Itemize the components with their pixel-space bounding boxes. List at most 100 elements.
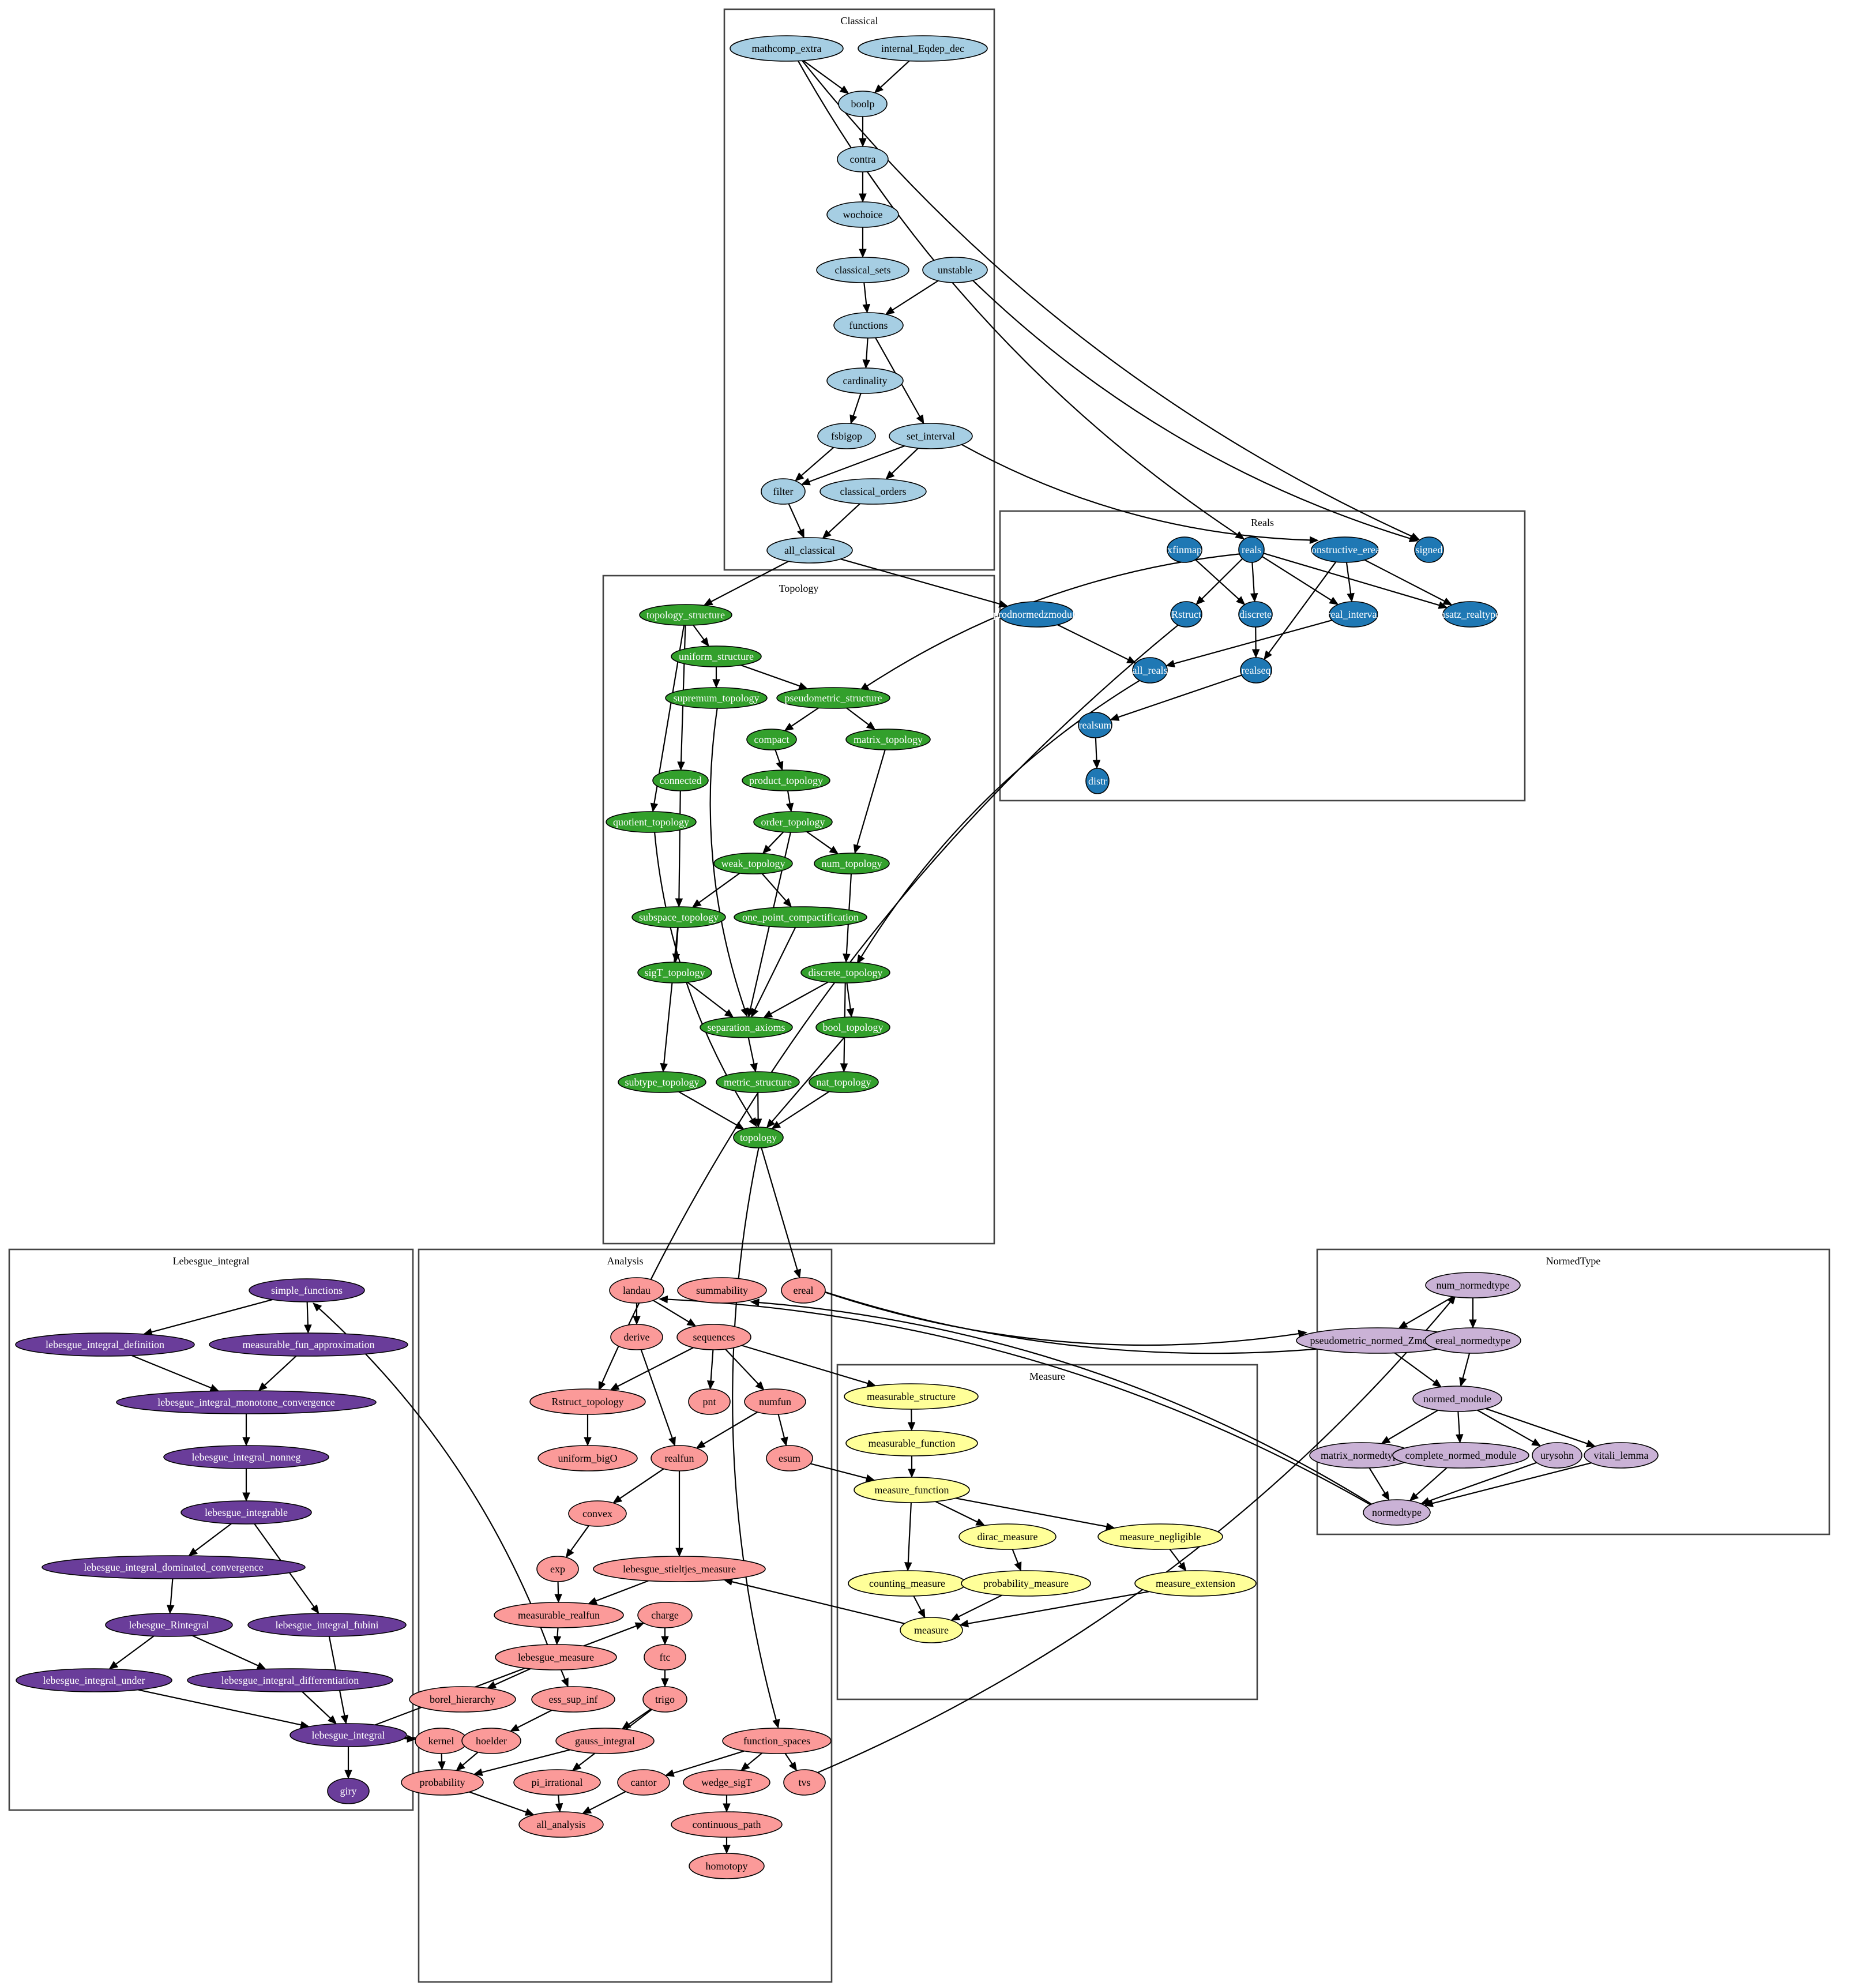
- node-ellipse[interactable]: [817, 423, 876, 449]
- node-ellipse[interactable]: [722, 1728, 832, 1754]
- node-lebesgue_integral_definition[interactable]: lebesgue_integral_definition: [15, 1332, 195, 1357]
- node-ellipse[interactable]: [816, 257, 909, 283]
- node-ellipse[interactable]: [814, 853, 890, 874]
- node-lebesgue_Rintegral[interactable]: lebesgue_Rintegral: [105, 1613, 233, 1637]
- node-uniform_structure[interactable]: uniform_structure: [671, 645, 762, 667]
- node-ellipse[interactable]: [1097, 1523, 1223, 1550]
- node-metric_structure[interactable]: metric_structure: [716, 1071, 800, 1093]
- node-pseudometric_structure[interactable]: pseudometric_structure: [776, 687, 890, 709]
- node-ellipse[interactable]: [858, 35, 988, 62]
- node-ellipse[interactable]: [568, 1500, 627, 1527]
- node-ellipse[interactable]: [513, 1769, 601, 1796]
- node-ellipse[interactable]: [753, 811, 833, 833]
- node-ellipse[interactable]: [290, 1723, 407, 1747]
- node-num_topology[interactable]: num_topology: [814, 853, 890, 874]
- node-convex[interactable]: convex: [568, 1500, 627, 1527]
- node-ellipse[interactable]: [461, 1728, 521, 1754]
- node-ellipse[interactable]: [688, 1388, 731, 1415]
- node-ellipse[interactable]: [1414, 536, 1444, 563]
- node-measurable_realfun[interactable]: measurable_realfun: [494, 1602, 624, 1628]
- node-ellipse[interactable]: [889, 423, 973, 449]
- node-ellipse[interactable]: [247, 1613, 407, 1637]
- node-ellipse[interactable]: [900, 1617, 963, 1643]
- node-connected[interactable]: connected: [652, 769, 709, 791]
- node-uniform_bigO[interactable]: uniform_bigO: [537, 1445, 638, 1471]
- node-discrete_topology[interactable]: discrete_topology: [800, 962, 890, 983]
- node-ellipse[interactable]: [742, 769, 830, 791]
- node-derive[interactable]: derive: [610, 1324, 663, 1350]
- node-ellipse[interactable]: [781, 1277, 826, 1304]
- node-wochoice[interactable]: wochoice: [826, 201, 899, 228]
- node-ellipse[interactable]: [1329, 601, 1378, 628]
- node-ellipse[interactable]: [494, 1602, 624, 1628]
- node-probability[interactable]: probability: [401, 1769, 484, 1796]
- node-complete_normed_module[interactable]: complete_normed_module: [1392, 1442, 1529, 1469]
- node-real_interval[interactable]: real_interval: [1328, 601, 1380, 628]
- node-ellipse[interactable]: [819, 478, 927, 505]
- node-borel_hierarchy[interactable]: borel_hierarchy: [409, 1686, 516, 1713]
- node-ereal_normedtype[interactable]: ereal_normedtype: [1424, 1327, 1521, 1354]
- node-ellipse[interactable]: [838, 91, 888, 117]
- node-ellipse[interactable]: [689, 1853, 765, 1879]
- node-matrix_topology[interactable]: matrix_topology: [845, 729, 931, 750]
- node-ellipse[interactable]: [1240, 657, 1272, 684]
- node-nat_topology[interactable]: nat_topology: [809, 1071, 879, 1093]
- node-ellipse[interactable]: [826, 367, 904, 394]
- node-classical_orders[interactable]: classical_orders: [819, 478, 927, 505]
- node-ellipse[interactable]: [644, 1644, 686, 1670]
- node-ellipse[interactable]: [639, 604, 732, 626]
- node-cantor[interactable]: cantor: [617, 1769, 670, 1796]
- node-ellipse[interactable]: [610, 1324, 663, 1350]
- node-subspace_topology[interactable]: subspace_topology: [631, 906, 726, 928]
- node-ereal[interactable]: ereal: [781, 1277, 826, 1304]
- node-ellipse[interactable]: [1442, 601, 1498, 628]
- node-separation_axioms[interactable]: separation_axioms: [700, 1016, 793, 1038]
- node-lebesgue_integral_monotone_convergence[interactable]: lebesgue_integral_monotone_convergence: [116, 1390, 377, 1414]
- node-normedtype[interactable]: normedtype: [1363, 1499, 1431, 1526]
- node-lebesgue_integral_differentiation[interactable]: lebesgue_integral_differentiation: [187, 1668, 393, 1692]
- node-measure_negligible[interactable]: measure_negligible: [1097, 1523, 1223, 1550]
- node-boolp[interactable]: boolp: [838, 91, 888, 117]
- node-ellipse[interactable]: [1363, 1499, 1431, 1526]
- node-vitali_lemma[interactable]: vitali_lemma: [1584, 1442, 1659, 1469]
- node-num_normedtype[interactable]: num_normedtype: [1425, 1272, 1521, 1298]
- node-order_topology[interactable]: order_topology: [753, 811, 833, 833]
- node-summability[interactable]: summability: [677, 1277, 767, 1304]
- node-ellipse[interactable]: [1311, 536, 1379, 563]
- node-homotopy[interactable]: homotopy: [689, 1853, 765, 1879]
- node-xfinmap[interactable]: xfinmap: [1167, 536, 1202, 563]
- node-giry[interactable]: giry: [327, 1778, 370, 1804]
- node-ellipse[interactable]: [766, 1445, 813, 1471]
- node-ellipse[interactable]: [671, 1811, 783, 1838]
- node-ellipse[interactable]: [555, 1728, 655, 1754]
- node-ellipse[interactable]: [800, 962, 890, 983]
- node-ellipse[interactable]: [16, 1668, 172, 1692]
- node-ellipse[interactable]: [844, 1383, 979, 1410]
- node-trigo[interactable]: trigo: [642, 1686, 687, 1713]
- node-all_reals[interactable]: all_reals: [1132, 657, 1168, 684]
- node-ellipse[interactable]: [593, 1556, 766, 1582]
- node-lebesgue_stieltjes_measure[interactable]: lebesgue_stieltjes_measure: [593, 1556, 766, 1582]
- node-lebesgue_measure[interactable]: lebesgue_measure: [495, 1644, 617, 1670]
- node-ellipse[interactable]: [826, 201, 899, 228]
- node-ellipse[interactable]: [734, 906, 867, 928]
- node-functions[interactable]: functions: [833, 312, 904, 339]
- node-ellipse[interactable]: [845, 729, 931, 750]
- node-lebesgue_integral_under[interactable]: lebesgue_integral_under: [16, 1668, 172, 1692]
- node-ellipse[interactable]: [518, 1811, 604, 1838]
- node-ellipse[interactable]: [1085, 768, 1110, 794]
- node-urysohn[interactable]: urysohn: [1532, 1442, 1582, 1469]
- node-ellipse[interactable]: [652, 769, 709, 791]
- node-ellipse[interactable]: [105, 1613, 233, 1637]
- node-ellipse[interactable]: [116, 1390, 377, 1414]
- node-measure_function[interactable]: measure_function: [854, 1477, 970, 1503]
- node-ellipse[interactable]: [163, 1445, 329, 1469]
- node-realsum[interactable]: realsum: [1078, 712, 1112, 738]
- node-compact[interactable]: compact: [746, 729, 797, 750]
- node-distr[interactable]: distr: [1085, 768, 1110, 794]
- node-realseq[interactable]: realseq: [1240, 657, 1272, 684]
- node-ellipse[interactable]: [776, 687, 890, 709]
- node-ellipse[interactable]: [637, 962, 712, 983]
- node-ellipse[interactable]: [1078, 712, 1112, 738]
- node-constructive_ereal[interactable]: constructive_ereal: [1307, 536, 1383, 563]
